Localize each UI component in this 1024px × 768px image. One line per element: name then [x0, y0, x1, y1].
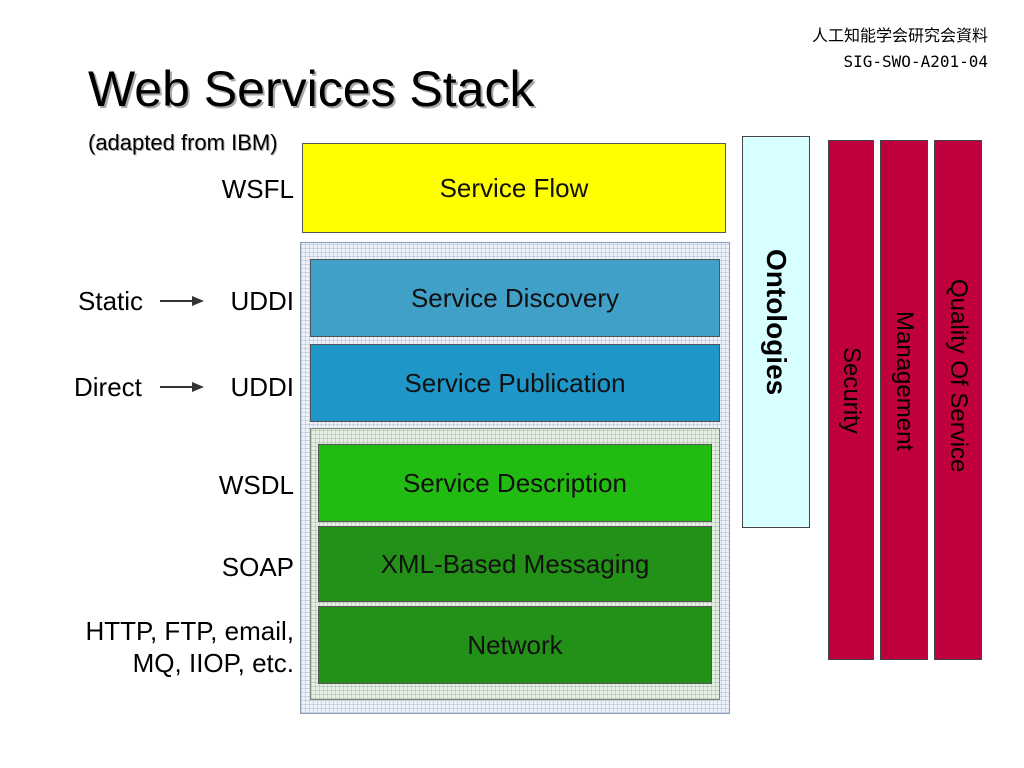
protocol-label-uddi-static: UDDI	[230, 286, 294, 316]
document-reference-jp: 人工知能学会研究会資料	[811, 26, 988, 45]
protocol-label-soap: SOAP	[221, 552, 294, 582]
protocol-label-network-line2: MQ, IIOP, etc.	[132, 648, 294, 678]
arrow-head-icon	[192, 382, 204, 392]
column-quality-of-service: Quality Of Service	[934, 140, 982, 660]
layer-service-publication: Service Publication	[310, 344, 720, 422]
column-label: Ontologies	[761, 249, 792, 396]
layer-label: Network	[467, 629, 563, 660]
layer-service-flow: Service Flow	[302, 143, 726, 233]
column-management: Management	[880, 140, 928, 660]
column-label: Management	[891, 311, 918, 452]
column-ontologies: Ontologies	[742, 136, 810, 528]
arrow-direct	[160, 382, 204, 392]
slide-title: Web Services Stack	[88, 61, 535, 117]
arrow-static	[160, 296, 204, 306]
prefix-label-direct: Direct	[74, 372, 142, 402]
protocol-label-wsfl: WSFL	[221, 174, 294, 204]
column-label: Security	[838, 347, 865, 434]
protocol-label-uddi-direct: UDDI	[230, 372, 294, 402]
arrow-head-icon	[192, 296, 204, 306]
layer-label: Service Flow	[439, 172, 589, 203]
layer-xml-messaging: XML-Based Messaging	[318, 526, 712, 602]
layer-label: Service Publication	[404, 367, 626, 398]
layer-network: Network	[318, 606, 712, 684]
column-label: Quality Of Service	[945, 279, 972, 473]
protocol-label-network-line1: HTTP, FTP, email,	[85, 616, 294, 646]
column-security: Security	[828, 140, 874, 660]
layer-service-discovery: Service Discovery	[310, 259, 720, 337]
layer-label: Service Discovery	[410, 282, 620, 313]
document-reference-code: SIG-SWO-A201-04	[843, 52, 989, 71]
slide-subtitle: (adapted from IBM)	[88, 130, 278, 155]
protocol-label-wsdl: WSDL	[218, 470, 294, 500]
layer-label: XML-Based Messaging	[380, 548, 650, 579]
prefix-label-static: Static	[78, 286, 144, 316]
layer-label: Service Description	[403, 467, 627, 498]
layer-service-description: Service Description	[318, 444, 712, 522]
